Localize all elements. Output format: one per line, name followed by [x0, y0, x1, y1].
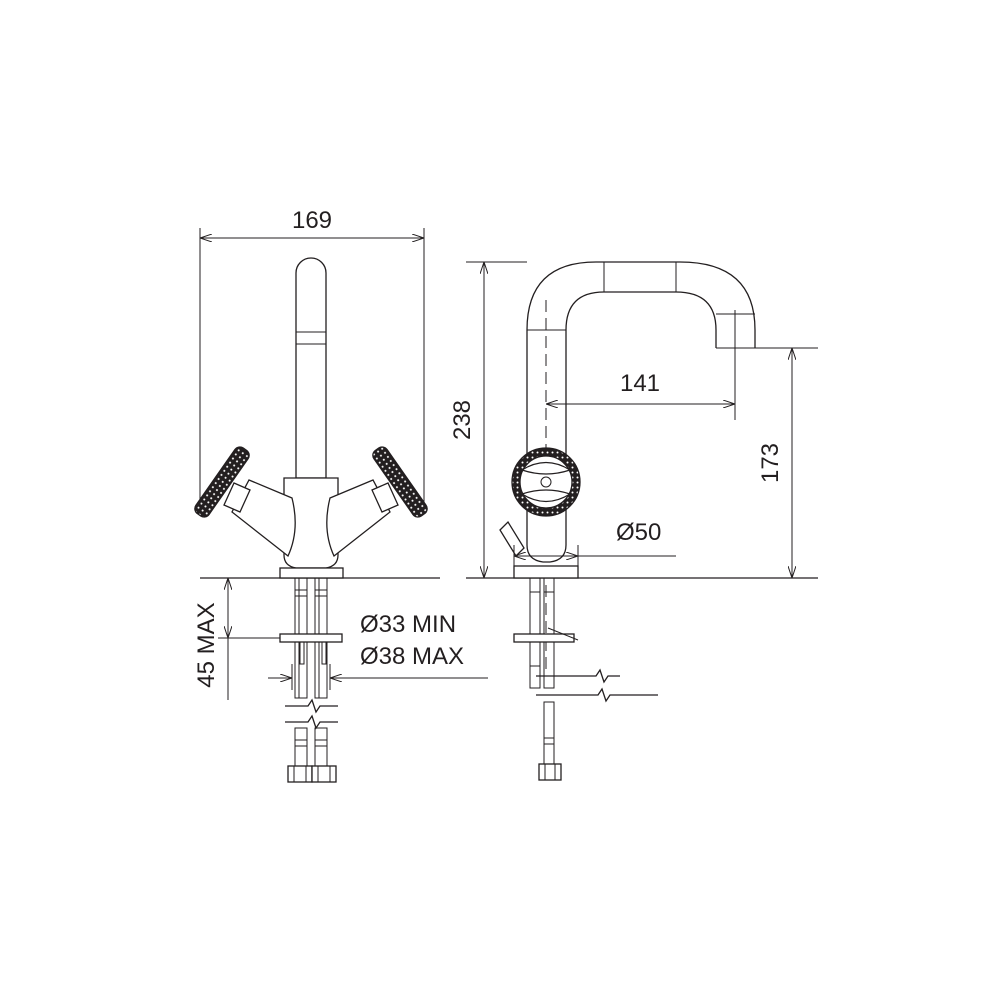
side-view	[466, 261, 818, 781]
side-popup-lever	[499, 520, 525, 558]
front-left-arm	[231, 479, 296, 558]
dim-hole-diameter	[268, 664, 488, 690]
label-base-diameter: Ø50	[616, 519, 661, 546]
side-spout-outer	[526, 261, 756, 458]
label-overall-width: 169	[292, 207, 332, 234]
front-under-deck	[279, 577, 343, 783]
front-spout	[295, 257, 327, 479]
label-hole-min: Ø33 MIN	[360, 611, 456, 638]
side-spout-inner	[565, 291, 717, 458]
dim-base-diameter	[513, 545, 676, 566]
front-right-arm	[326, 479, 391, 558]
front-view	[194, 228, 488, 783]
label-spout-reach: 141	[620, 370, 660, 397]
dim-spout-height	[755, 347, 818, 578]
label-spout-height: 173	[757, 443, 784, 483]
front-right-handle-wheel	[372, 446, 428, 518]
label-overall-height: 238	[449, 400, 476, 440]
dim-overall-height	[466, 261, 527, 578]
dim-spout-reach	[546, 310, 736, 420]
side-body	[526, 499, 567, 563]
label-hole-max: Ø38 MAX	[360, 643, 464, 670]
side-handle-wheel	[511, 447, 581, 517]
label-deck-thickness: 45 MAX	[193, 602, 220, 687]
dim-overall-width	[199, 228, 425, 510]
front-base-flange	[279, 567, 344, 579]
dim-deck-thickness	[218, 577, 280, 700]
side-base-flange	[513, 565, 579, 579]
front-left-handle-wheel	[194, 446, 250, 518]
side-under-deck	[513, 577, 658, 781]
